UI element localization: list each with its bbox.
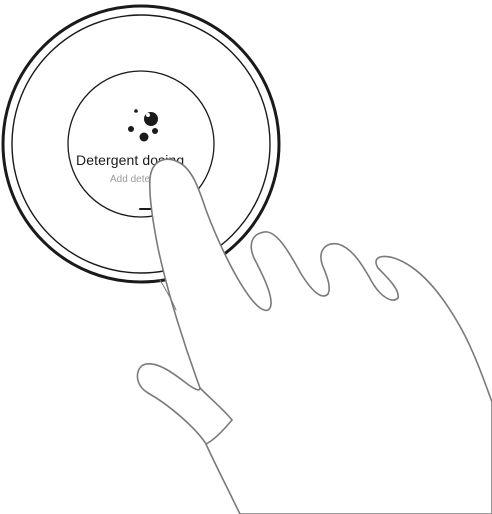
dial-subtitle: Add detergent <box>110 174 173 185</box>
dial-button[interactable] <box>68 71 214 217</box>
dial-title: Detergent dosing <box>76 152 184 168</box>
